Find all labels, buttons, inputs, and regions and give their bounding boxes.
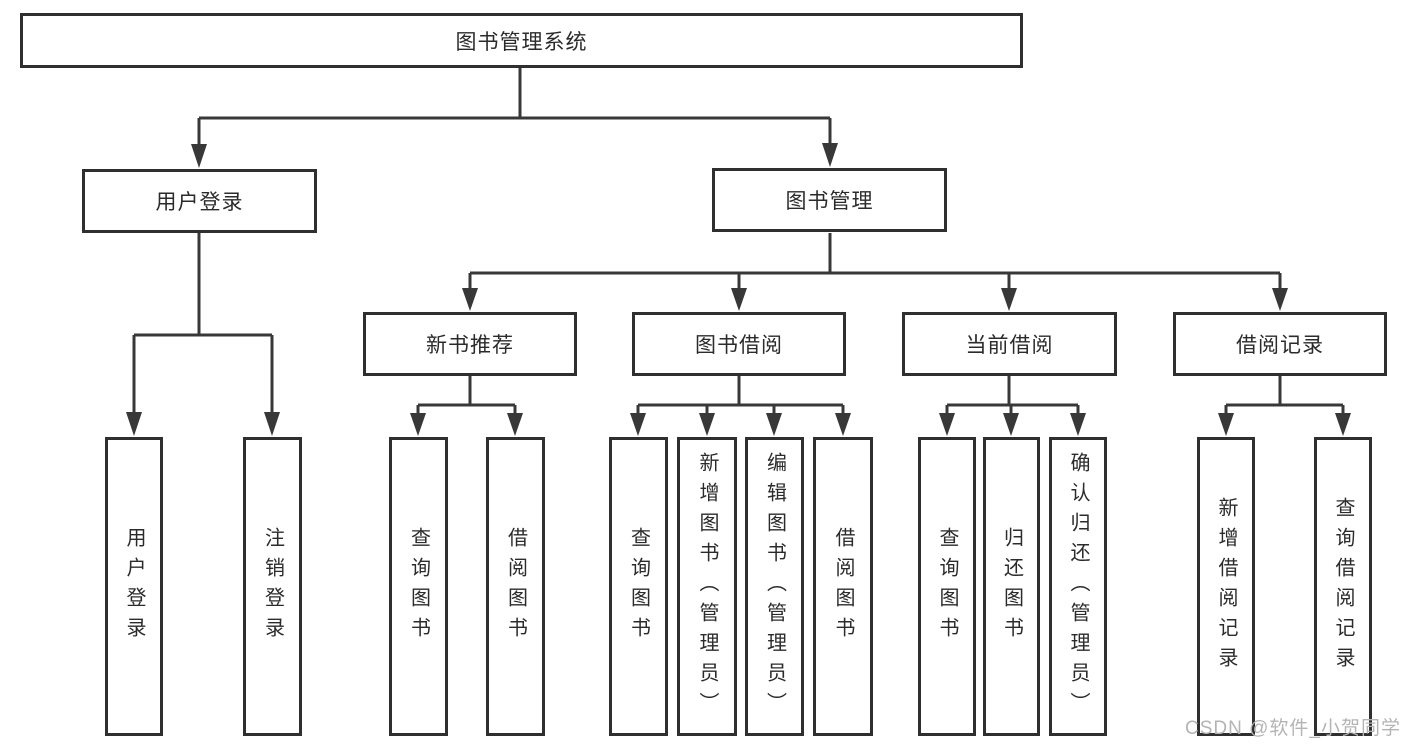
leaf-borrow-books-borrowing: 借阅图书 [813,437,873,736]
node-label: 当前借阅 [965,334,1054,357]
leaf-label: 编辑图书（管理员） [763,451,786,722]
node-label: 图书管理系统 [455,30,588,54]
leaf-query-borrow-record: 查询借阅记录 [1314,437,1372,736]
node-borrowing-records: 借阅记录 [1173,312,1387,376]
node-user-login: 用户登录 [82,169,317,233]
leaf-label: 借阅图书 [832,526,854,647]
leaf-query-books-recommend: 查询图书 [389,437,448,736]
leaf-label: 确认归还（管理员） [1067,451,1089,722]
node-label: 图书管理 [785,190,874,213]
leaf-logout: 注销登录 [243,437,302,736]
leaf-add-books-admin: 新增图书（管理员） [677,437,737,736]
leaf-query-books-borrowing: 查询图书 [609,437,668,736]
node-library-management-system: 图书管理系统 [20,13,1023,68]
leaf-return-books: 归还图书 [983,437,1040,736]
node-label: 图书借阅 [695,334,783,357]
node-label: 借阅记录 [1236,334,1324,357]
leaf-label: 新增图书（管理员） [696,451,718,722]
leaf-edit-books-admin: 编辑图书（管理员） [745,437,804,736]
leaf-user-login: 用户登录 [105,437,163,736]
node-label: 用户登录 [155,191,244,214]
leaf-label: 用户登录 [123,526,145,647]
leaf-label: 查询图书 [627,526,650,647]
node-book-management: 图书管理 [712,168,947,232]
csdn-watermark: CSDN @软件_小贺同学 [1185,718,1401,739]
leaf-label: 查询图书 [936,526,958,647]
node-label: 新书推荐 [426,334,514,357]
node-book-borrowing: 图书借阅 [632,312,846,376]
arrowheads [126,143,1351,436]
leaf-label: 查询借阅记录 [1332,496,1354,677]
leaf-label: 新增借阅记录 [1215,496,1237,677]
leaf-label: 查询图书 [407,526,430,647]
leaf-add-borrow-record: 新增借阅记录 [1197,437,1255,736]
leaf-label: 借阅图书 [504,526,527,647]
leaf-label: 归还图书 [1000,526,1023,647]
leaf-confirm-return-admin: 确认归还（管理员） [1049,437,1107,736]
node-current-borrowing: 当前借阅 [902,312,1117,376]
leaf-borrow-books-recommend: 借阅图书 [486,437,545,736]
leaf-query-books-current: 查询图书 [918,437,976,736]
node-new-book-recommendation: 新书推荐 [363,312,577,376]
leaf-label: 注销登录 [261,526,284,647]
